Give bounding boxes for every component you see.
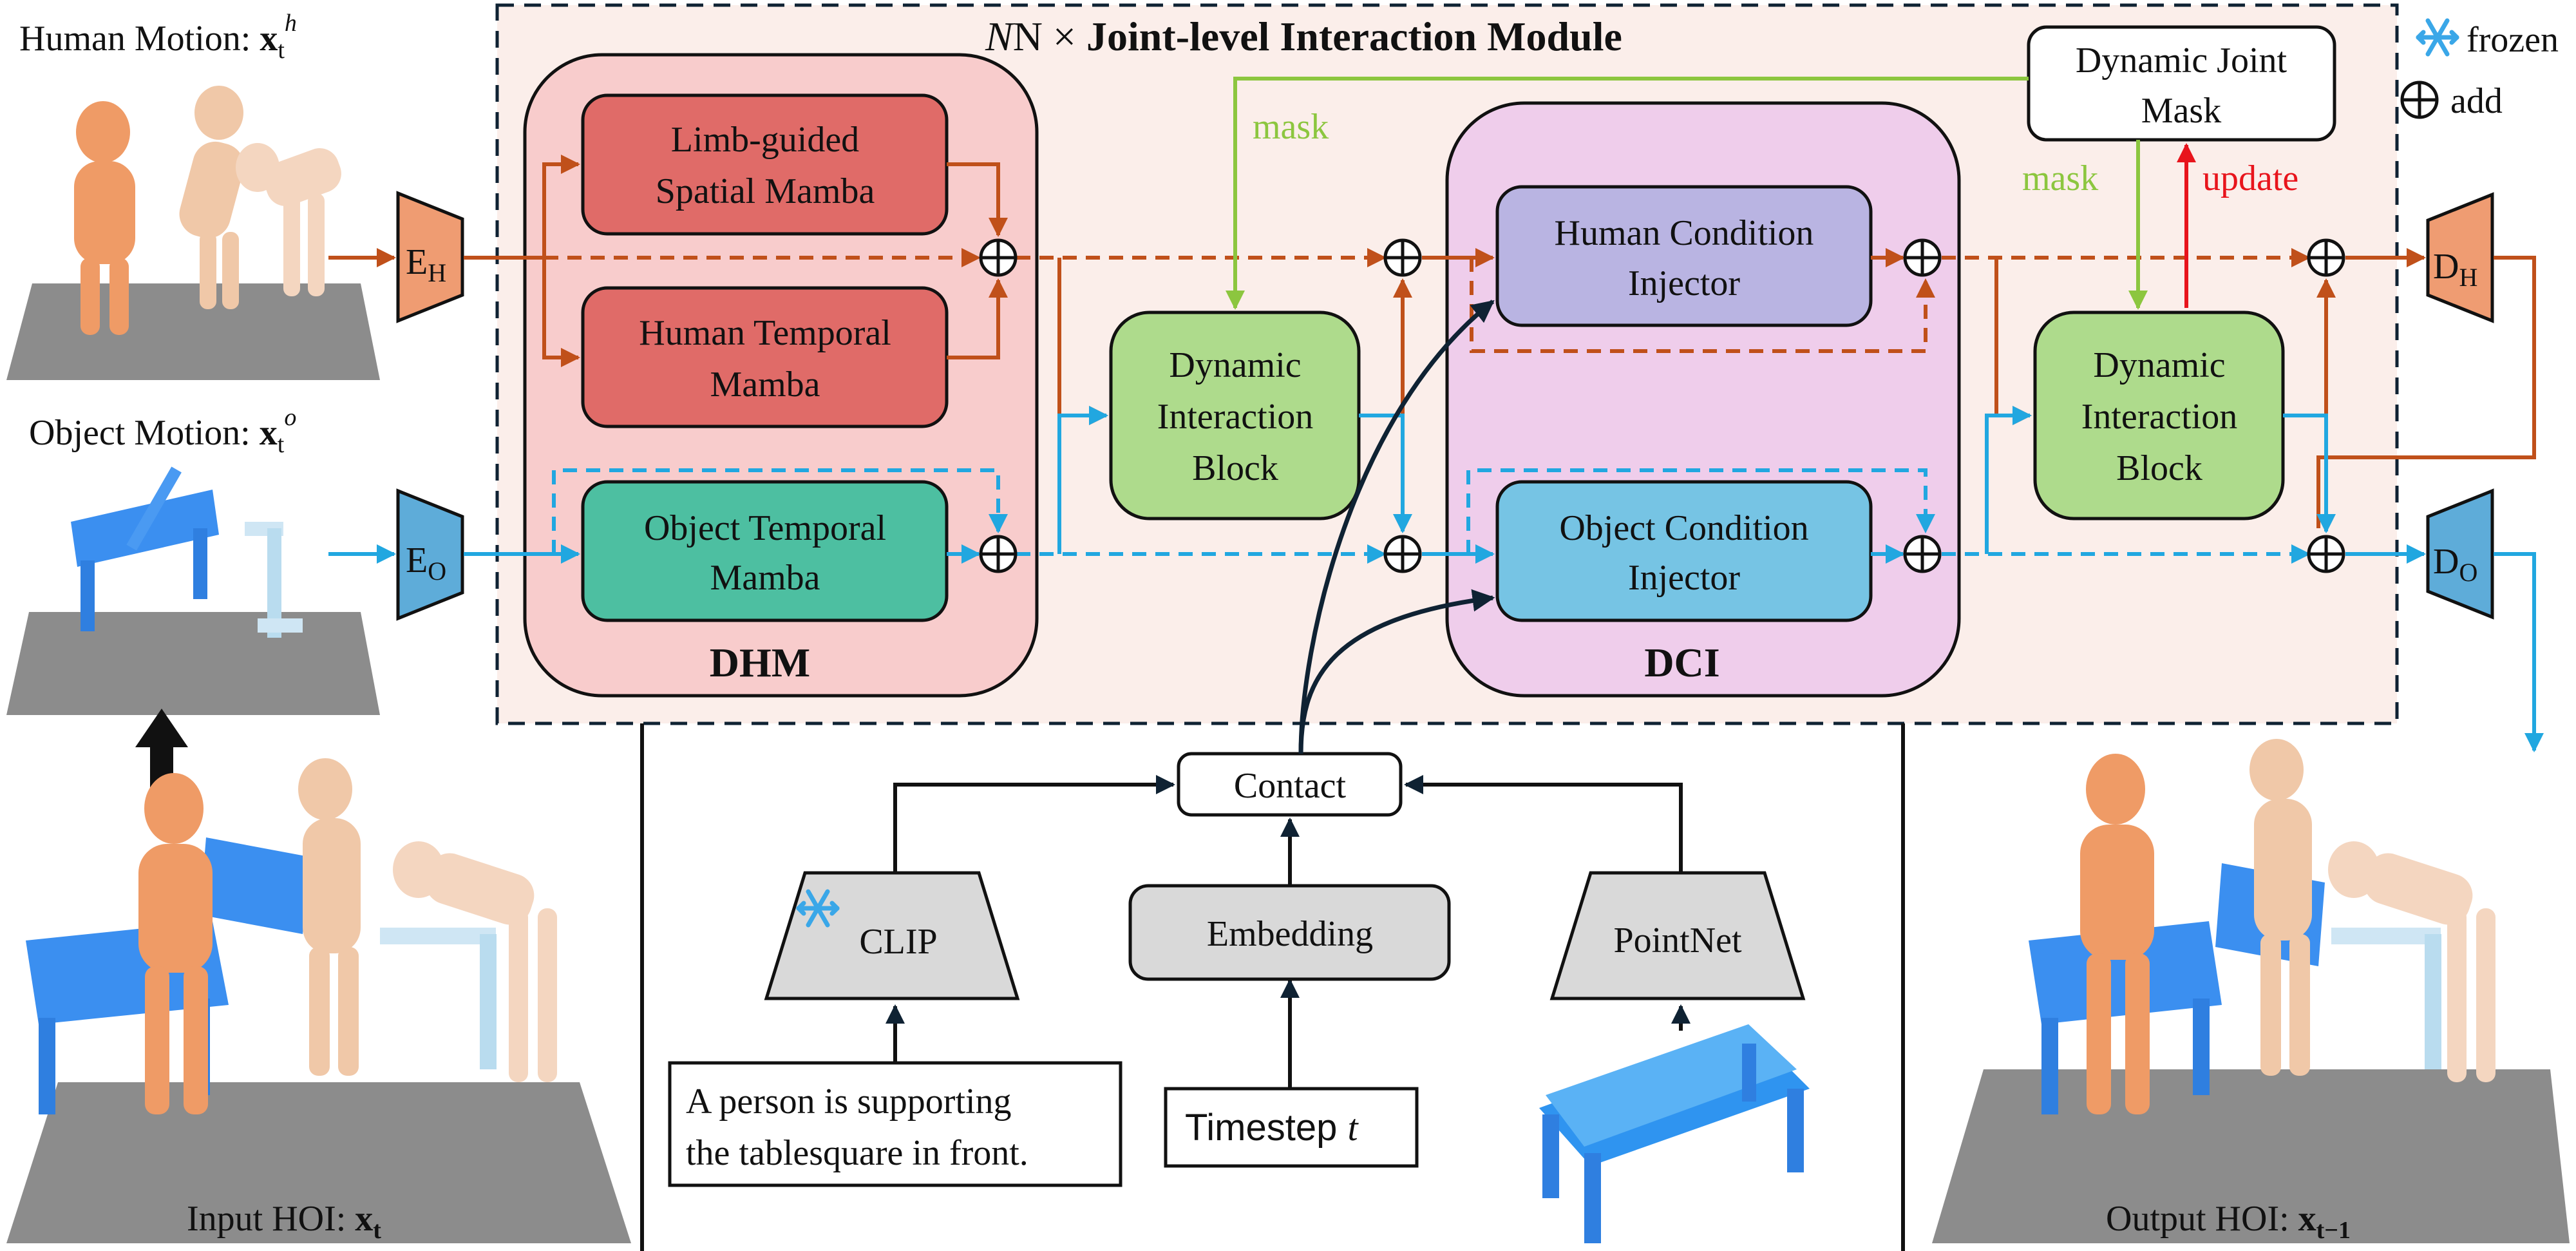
limb-spatial-mamba-line2: Spatial Mamba [656, 171, 875, 211]
embedding-block [1128, 884, 1451, 981]
human-condition-injector-block [1495, 185, 1873, 327]
encoder-object: EO [396, 488, 464, 621]
output-hoi-illustration [2029, 739, 2496, 1114]
update-label: update [2202, 158, 2298, 198]
mask-label-2: mask [2022, 158, 2098, 198]
svg-text:EO: EO [406, 540, 446, 586]
clip-label: CLIP [859, 922, 937, 962]
snowflake-icon [2418, 21, 2457, 54]
object-motion-panel: Object Motion: xto [6, 404, 380, 715]
object-condition-injector-line2: Injector [1628, 558, 1740, 598]
table-illustration [71, 466, 303, 638]
human-condition-injector-line2: Injector [1628, 263, 1740, 303]
input-hoi-illustration [26, 758, 557, 1114]
legend-frozen: frozen [2467, 20, 2559, 60]
dib1-line2: Interaction [1157, 397, 1314, 437]
dib1-line3: Block [1192, 448, 1278, 488]
human-motion-label: Human Motion: xth [19, 10, 297, 64]
clip-encoder [764, 871, 1020, 1000]
add-icon [2402, 82, 2437, 117]
svg-text:DO: DO [2433, 542, 2477, 587]
timestep-box [1164, 1087, 1419, 1168]
object-condition-injector-line1: Object Condition [1559, 508, 1808, 548]
object-flow-paths [328, 406, 2544, 752]
add-node [1905, 537, 1940, 571]
input-hoi-panel: Input HOI: xt [6, 758, 631, 1244]
add-node [1385, 240, 1420, 275]
pointnet-label: PointNet [1613, 921, 1742, 960]
mask-paths [1226, 77, 2148, 310]
object-temporal-mamba-line1: Object Temporal [644, 508, 886, 548]
floor-plane [6, 612, 380, 715]
human-temporal-mamba-block [581, 286, 949, 428]
limb-spatial-mamba-line1: Limb-guided [671, 120, 859, 160]
floor-plane [6, 283, 380, 380]
dhm-title: DHM [710, 640, 810, 685]
condition-to-injector-arrows [1298, 300, 1495, 754]
limb-spatial-mamba-block [581, 93, 949, 236]
dynamic-joint-mask-line2: Mask [2141, 91, 2221, 131]
point-cloud-table-illustration [1539, 1024, 1810, 1243]
svg-text:EH: EH [406, 242, 446, 287]
dib2-line3: Block [2116, 448, 2202, 488]
embedding-label: Embedding [1207, 914, 1373, 954]
dynamic-joint-mask-line1: Dynamic Joint [2076, 41, 2287, 81]
add-node [1905, 240, 1940, 275]
dib2-line2: Interaction [2081, 397, 2238, 437]
object-motion-label: Object Motion: xto [29, 404, 296, 458]
pointnet-encoder [1549, 871, 1806, 1000]
human-temporal-mamba-line1: Human Temporal [639, 313, 891, 353]
text-prompt-line2: the tablesquare in front. [686, 1133, 1028, 1173]
human-condition-injector-line1: Human Condition [1555, 213, 1814, 253]
human-temporal-mamba-line2: Mamba [710, 365, 820, 405]
add-node [981, 537, 1016, 571]
encoder-human: EH [396, 191, 464, 323]
add-node [2309, 240, 2344, 275]
add-node [1385, 537, 1420, 571]
timestep-label: Timestep t [1185, 1107, 1359, 1149]
text-prompt-box [668, 1061, 1122, 1187]
svg-text:DH: DH [2433, 247, 2477, 292]
object-temporal-mamba-line2: Mamba [710, 558, 820, 598]
bottom-arrows [886, 775, 1690, 1089]
output-hoi-label: Output HOI: xt−1 [2106, 1199, 2351, 1244]
decoder-human: DH [2426, 192, 2494, 323]
text-prompt-line1: A person is supporting [686, 1082, 1012, 1122]
contact-label: Contact [1234, 766, 1347, 806]
mask-label-1: mask [1253, 107, 1329, 147]
module-title: NN × Joint-level Interaction Module [985, 14, 1622, 59]
input-hoi-label: Input HOI: xt [187, 1199, 381, 1244]
decoder-object: DO [2426, 488, 2494, 620]
legend-add: add [2450, 81, 2503, 121]
human-motion-panel: Human Motion: xth [6, 10, 380, 380]
dynamic-joint-mask-block [2027, 25, 2336, 142]
add-node [2309, 537, 2344, 571]
floor-plane [6, 1082, 631, 1243]
add-node [981, 240, 1016, 275]
dib2-line1: Dynamic [2093, 345, 2225, 385]
contact-block [1177, 752, 1403, 817]
object-temporal-mamba-block [581, 480, 949, 622]
object-condition-injector-block [1495, 480, 1873, 622]
output-hoi-panel: Output HOI: xt−1 [1932, 739, 2570, 1244]
dci-title: DCI [1644, 640, 1719, 685]
dib1-line1: Dynamic [1169, 345, 1301, 385]
human-figures-illustration [74, 86, 341, 335]
